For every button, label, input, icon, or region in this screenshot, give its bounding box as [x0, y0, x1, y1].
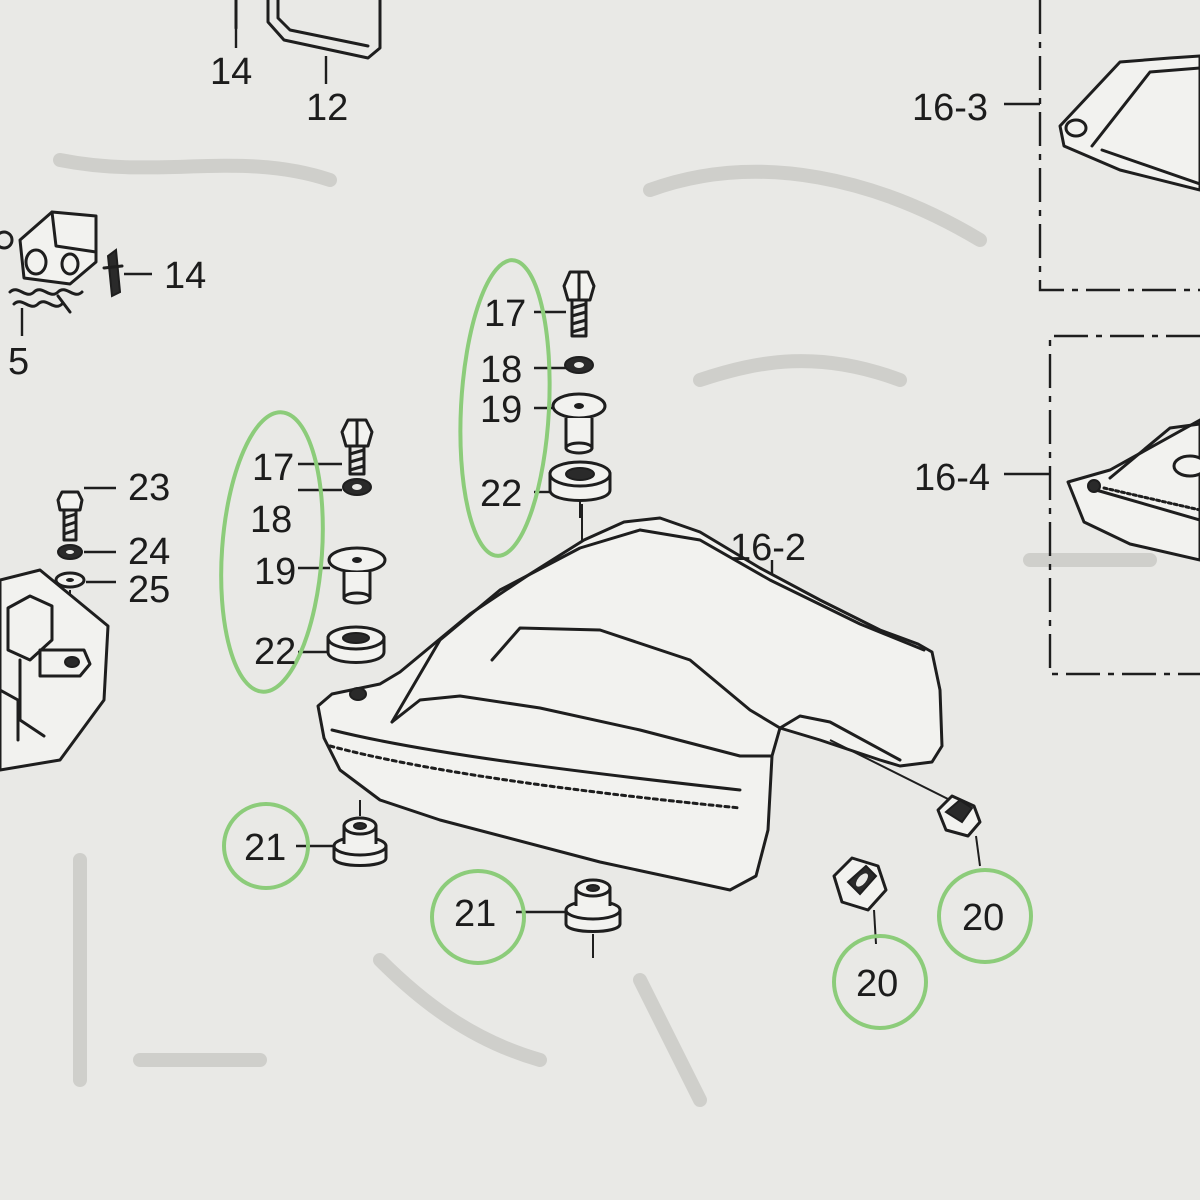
highlight-circle-20-right — [937, 868, 1033, 964]
callout-14-top: 14 — [210, 51, 252, 93]
clip-part-14 — [102, 248, 152, 298]
callout-19-lower: 19 — [254, 551, 296, 593]
grommet-21-right — [516, 878, 622, 958]
bracket-assembly-left — [0, 568, 110, 772]
fastener-stack-upper — [534, 270, 612, 518]
callout-18-lower: 18 — [250, 499, 292, 541]
highlight-circle-21-left — [222, 802, 310, 890]
grommet-20-right — [936, 794, 982, 867]
callout-17-upper: 17 — [484, 293, 526, 335]
highlight-ring-lower-stack — [219, 410, 325, 694]
highlight-ring-upper-stack — [458, 258, 552, 558]
callout-12: 12 — [306, 87, 348, 129]
callout-23: 23 — [128, 467, 170, 509]
bracket-part-12 — [266, 0, 382, 84]
callout-22-lower: 22 — [254, 631, 296, 673]
fastener-stack-lower — [298, 418, 387, 664]
callout-22-upper: 22 — [480, 473, 522, 515]
callout-17-lower: 17 — [252, 447, 294, 489]
callout-25: 25 — [128, 569, 170, 611]
grommet-20-left — [832, 856, 888, 945]
callout-20-right: 20 — [962, 897, 1004, 939]
panel-16-4 — [1004, 334, 1200, 676]
pivot-block — [0, 210, 98, 286]
callout-5: 5 — [8, 341, 29, 383]
callout-20-left: 20 — [856, 963, 898, 1005]
callout-18-upper: 18 — [480, 349, 522, 391]
highlight-circle-20-left — [832, 934, 928, 1030]
callout-16-2: 16-2 — [730, 527, 806, 569]
panel-16-3 — [1004, 0, 1200, 292]
paper-show-through — [53, 153, 1157, 1107]
highlight-circle-21-right — [430, 869, 526, 965]
callout-16-3: 16-3 — [912, 87, 988, 129]
callout-21-left: 21 — [244, 827, 286, 869]
callout-14-clip: 14 — [164, 255, 206, 297]
callout-19-upper: 19 — [480, 389, 522, 431]
callout-24: 24 — [128, 531, 170, 573]
callout-21-right: 21 — [454, 893, 496, 935]
grommet-21-left — [296, 800, 388, 867]
cover-part-16-2 — [316, 504, 951, 892]
bolt-23-stack — [54, 486, 116, 650]
spring-part-5 — [8, 288, 84, 336]
callout-16-4: 16-4 — [914, 457, 990, 499]
